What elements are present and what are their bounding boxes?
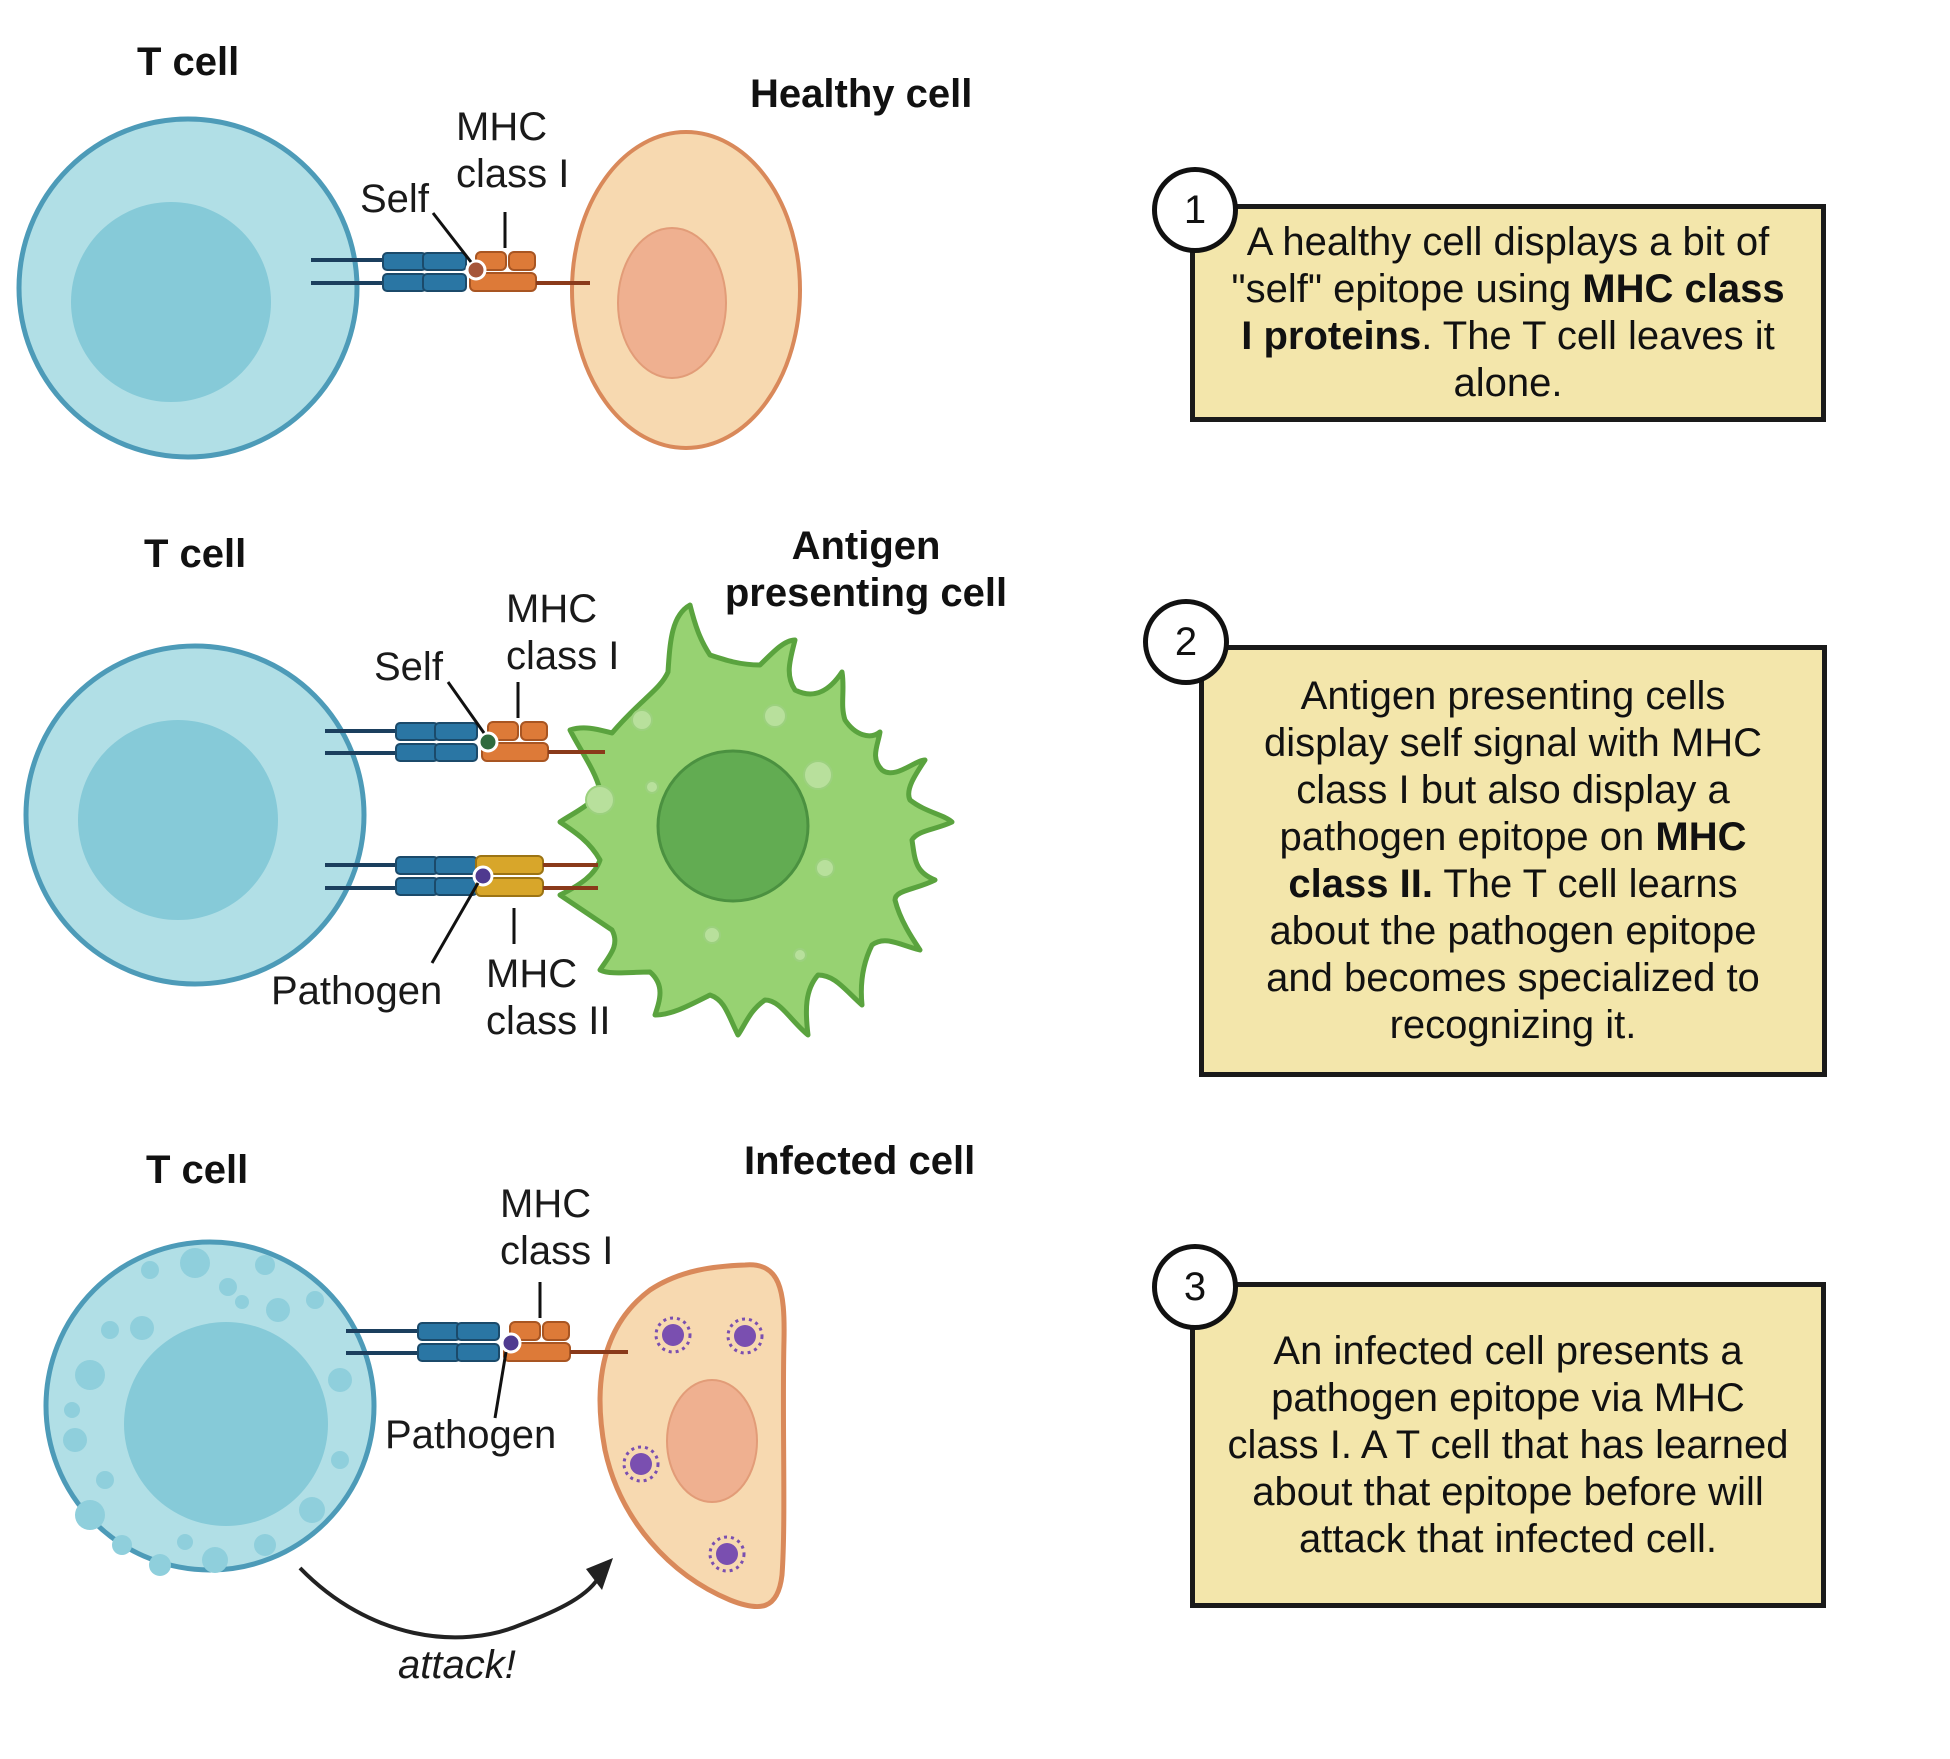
virus-icon (708, 1535, 746, 1573)
panel-3: T cell Infected cell (43, 1139, 975, 1687)
infected-cell-title: Infected cell (744, 1139, 975, 1183)
mhc1-label-line2: class I (506, 634, 619, 678)
attack-arrowhead (586, 1558, 613, 1590)
self-pointer (431, 212, 473, 263)
tcell-title: T cell (137, 40, 239, 84)
infected-cell-nucleus (666, 1379, 758, 1503)
mhc-label-line2: class I (456, 152, 569, 196)
pathogen-label: Pathogen (271, 969, 442, 1013)
pathogen-epitope (472, 865, 494, 887)
apc-title-line2: presenting cell (725, 571, 1007, 615)
mhc-label-line1: MHC (456, 105, 547, 149)
self-epitope (477, 731, 499, 753)
step-3-text: An infected cell presents a pathogen epi… (1227, 1328, 1789, 1561)
t-cell-nucleus (124, 1322, 328, 1526)
mhc1-label-line1: MHC (506, 587, 597, 631)
mhc-label-line1: MHC (500, 1182, 591, 1226)
mhc2-label-line2: class II (486, 999, 610, 1043)
mhc-class-1 (481, 721, 605, 762)
pathogen-pointer (493, 1351, 508, 1419)
attack-arrow (298, 1566, 602, 1640)
pathogen-epitope (500, 1332, 522, 1354)
step-2-box: Antigen presenting cells display self si… (1199, 645, 1827, 1077)
mhc-class-1 (503, 1321, 628, 1362)
tcell-title: T cell (146, 1148, 248, 1192)
mhc-class-1 (469, 251, 590, 292)
step-2-badge: 2 (1143, 599, 1229, 685)
tcell-title: T cell (144, 532, 246, 576)
tcr-receptor (311, 252, 467, 292)
healthy-cell-title: Healthy cell (750, 72, 972, 116)
t-cell-granules (63, 1248, 352, 1576)
self-pointer (446, 681, 486, 734)
panel-2: T cell Antigen presenting cell (23, 524, 1007, 1043)
self-label: Self (360, 177, 430, 221)
attack-label: attack! (398, 1643, 516, 1687)
self-label: Self (374, 645, 444, 689)
step-1-text: A healthy cell displays a bit of "self" … (1231, 220, 1785, 405)
t-cell-nucleus (71, 202, 271, 402)
pathogen-pointer (430, 882, 480, 964)
step-3-badge: 3 (1152, 1244, 1238, 1330)
step-1-badge: 1 (1152, 167, 1238, 253)
pathogen-label: Pathogen (385, 1413, 556, 1457)
tcr-receptor (346, 1322, 500, 1362)
step-1-box: A healthy cell displays a bit of "self" … (1190, 204, 1826, 422)
step-3-box: An infected cell presents a pathogen epi… (1190, 1282, 1826, 1608)
healthy-cell-nucleus (617, 227, 727, 379)
mhc-label-line2: class I (500, 1229, 613, 1273)
mhc2-label-line1: MHC (486, 952, 577, 996)
step-2-text: Antigen presenting cells display self si… (1264, 674, 1762, 1047)
virus-icon (726, 1317, 764, 1355)
apc-title-line1: Antigen (792, 524, 941, 568)
apc-nucleus (656, 749, 810, 903)
virus-icon (654, 1316, 692, 1354)
mhc-class-2 (475, 855, 598, 897)
panel-1: T cell Healthy cell Self MHC class I (16, 40, 972, 460)
virus-icon (622, 1445, 660, 1483)
apc-vesicles (585, 704, 835, 962)
tcr-receptor-upper (325, 722, 478, 762)
t-cell-nucleus (78, 720, 278, 920)
self-epitope (465, 259, 487, 281)
